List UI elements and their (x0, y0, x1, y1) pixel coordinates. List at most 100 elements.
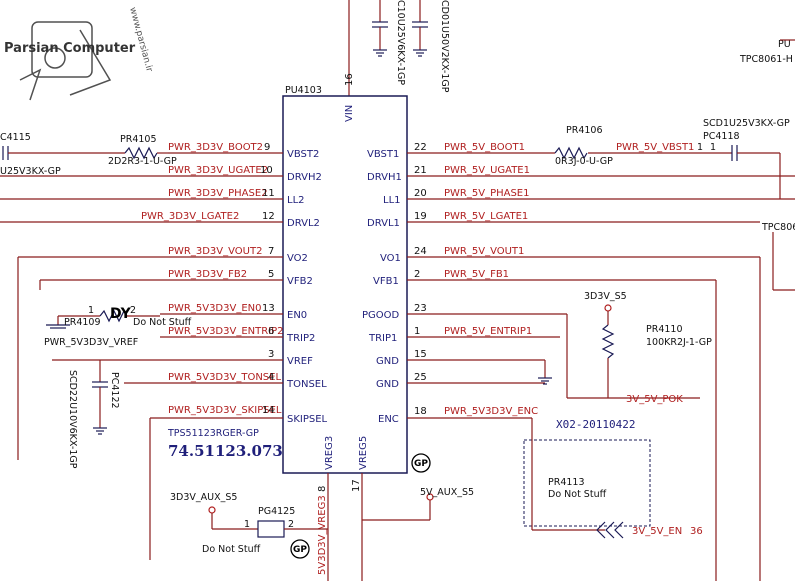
pin-num-10: 10 (260, 165, 273, 176)
pc4122-group: PC4122 SCD22U10V6KX-1GP (67, 360, 120, 469)
pr4110-ref: PR4110 (646, 324, 683, 335)
net-5v-lgate1: PWR_5V_LGATE1 (444, 211, 528, 222)
pin-num-21: 21 (414, 165, 427, 176)
chip-part-number: 74.51123.073 (168, 442, 283, 460)
c4115-part: U25V3KX-GP (0, 166, 61, 177)
pg4125-pin1: 1 (244, 519, 250, 530)
vref-net-label: PWR_5V3D3V_VREF (44, 337, 138, 348)
pr4109-group: 1 2 DY PR4109 Do Not Stuff PWR_5V3D3V_VR… (44, 305, 192, 348)
pin-vo1: VO1 (380, 253, 401, 264)
pin-num-12: 12 (262, 211, 275, 222)
vin-pin-name: VIN (344, 105, 355, 122)
pr4109-ref: PR4109 (64, 317, 101, 328)
net-5v-ugate1: PWR_5V_UGATE1 (444, 165, 530, 176)
watermark-url: www.parsian.ir (127, 6, 154, 73)
pin-vreg5: VREG5 (358, 436, 369, 470)
gp-badge-1: GP (411, 453, 431, 473)
pin-num-5: 5 (268, 269, 274, 280)
pin-tonsel: TONSEL (286, 379, 327, 390)
pin-num-1: 1 (414, 326, 420, 337)
net-3d3v-fb2: PWR_3D3V_FB2 (168, 269, 247, 280)
pg4125-group: 3D3V_AUX_S5 PG4125 1 2 Do Not Stuff (170, 492, 328, 555)
net-5v-vout1: PWR_5V_VOUT1 (444, 246, 524, 257)
pg4125-note: Do Not Stuff (202, 544, 261, 555)
pr4109-pin2: 2 (130, 305, 136, 316)
pin-pgood: PGOOD (362, 310, 400, 321)
pin-drvh1: DRVH1 (367, 172, 402, 183)
pc4118-ref: PC4118 (703, 131, 740, 142)
pin-vbst1: VBST1 (367, 149, 399, 160)
pr4109-dy: DY (110, 306, 132, 322)
pg4125-pin2: 2 (288, 519, 294, 530)
net-vreg3: 5V3D3V_VREG3 (317, 495, 328, 575)
net-3v-5v-en: 3V_5V_EN (632, 526, 682, 537)
pin-num-8: 8 (317, 486, 328, 492)
pin-num-2: 2 (414, 269, 420, 280)
watermark-title: Parsian Computer (4, 41, 136, 56)
pr4105-part: 2D2R3-1-U-GP (108, 156, 177, 167)
pin-drvl2: DRVL2 (287, 218, 320, 229)
pin-num-7: 7 (268, 246, 274, 257)
pin-vref: VREF (287, 356, 313, 367)
vin-pin-number: 16 (344, 73, 355, 86)
pr4109-note: Do Not Stuff (133, 317, 192, 328)
net-5v-vbst1: PWR_5V_VBST1 (616, 142, 694, 153)
c4115-ref: C4115 (0, 132, 31, 143)
top-cap2-part: CD01U50V2KX-1GP (439, 0, 450, 93)
pin-num-15: 15 (414, 349, 427, 360)
gp-badge-2: GP (290, 539, 310, 559)
svg-text:GP: GP (293, 545, 307, 555)
tpc8061-label: TPC8061-H (739, 54, 793, 65)
pin-gnd-25: GND (376, 379, 399, 390)
c4115-group: C4115 U25V3KX-GP (0, 132, 125, 177)
net-5v-fb1: PWR_5V_FB1 (444, 269, 509, 280)
pin-num-25: 25 (414, 372, 427, 383)
pr4109-pin1: 1 (88, 305, 94, 316)
pin-vbst2: VBST2 (287, 149, 319, 160)
chip-part: TPS51123RGER-GP (167, 428, 259, 439)
chip-body (282, 95, 408, 474)
net-5v3d3v-en0: PWR_5V3D3V_EN0 (168, 303, 262, 314)
pin-num-18: 18 (414, 406, 427, 417)
net-5v3d3v-enc: PWR_5V3D3V_ENC (444, 406, 538, 417)
tpc-labels: PU TPC8061-H TPC806 (739, 39, 795, 291)
pin-skipsel: SKIPSEL (287, 414, 328, 425)
pin-num-19: 19 (414, 211, 427, 222)
pc4118-group: SCD1U25V3KX-GP PC4118 (703, 118, 790, 199)
net-3d3v-phase2: PWR_3D3V_PHASE2 (168, 188, 268, 199)
top-right-pu: PU (778, 39, 791, 50)
net-3v-5v-pok: 3V_5V_POK (626, 394, 683, 405)
pr4106-part: 0R3J-0-U-GP (555, 156, 613, 167)
pc4118-part: SCD1U25V3KX-GP (703, 118, 790, 129)
net-3d3v-lgate2: PWR_3D3V_LGATE2 (141, 211, 239, 222)
revision-annotation: X02-20110422 (556, 418, 635, 431)
pin-vfb2: VFB2 (287, 276, 313, 287)
pin-ll1: LL1 (383, 195, 401, 206)
net-5v-boot1: PWR_5V_BOOT1 (444, 142, 525, 153)
pin-num-22: 22 (414, 142, 427, 153)
pin-enc: ENC (378, 414, 399, 425)
pin-num-11: 11 (262, 188, 275, 199)
rail-5v-aux-s5: 5V_AUX_S5 (420, 487, 474, 498)
right-pins: PWR_5V_BOOT1 PWR_5V_UGATE1 PWR_5V_PHASE1… (362, 142, 795, 425)
top-caps: 16 C10U25V6KX-1GP CD01U50V2KX-1GP (344, 0, 450, 96)
pr4105-group: PR4105 2D2R3-1-U-GP (108, 134, 177, 167)
pin-num-13: 13 (262, 303, 275, 314)
pr4106-pin1-label: 1 (697, 142, 703, 153)
pg4125-ref: PG4125 (258, 506, 295, 517)
pin-num-3: 3 (268, 349, 274, 360)
pin-num-24: 24 (414, 246, 427, 257)
pin-num-9: 9 (264, 142, 270, 153)
net-en-page: 36 (690, 526, 703, 537)
net-5v3d3v-skipsel: PWR_5V3D3V_SKIPSEL (168, 405, 282, 416)
left-pins: PWR_3D3V_BOOT2 PWR_3D3V_UGATE2 PWR_3D3V_… (0, 142, 328, 425)
pin-ll2: LL2 (287, 195, 305, 206)
tpc806-label: TPC806 (761, 222, 795, 233)
gnd-symbol-right (538, 360, 552, 385)
pin-num-14: 14 (262, 405, 275, 416)
bottom-pins: VREG3 VREG5 8 17 5V3D3V_VREG3 5V_AUX_S5 (317, 436, 474, 581)
net-3d3v-vout2: PWR_3D3V_VOUT2 (168, 246, 262, 257)
svg-text:GP: GP (414, 459, 428, 469)
net-5v3d3v-tonsel: PWR_5V3D3V_TONSEL (168, 372, 281, 383)
